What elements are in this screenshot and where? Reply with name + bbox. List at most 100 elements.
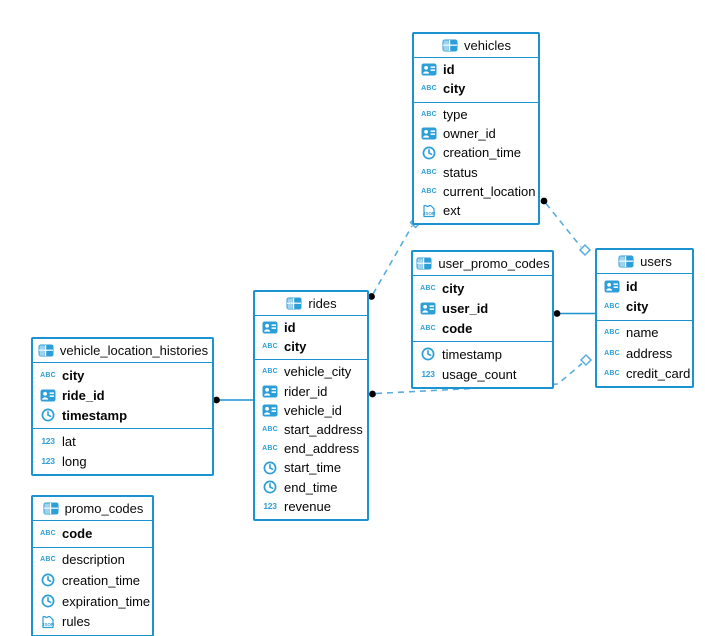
relationship-line <box>375 362 583 395</box>
field-row-name: ABC name <box>597 323 692 343</box>
text-icon: ABC <box>40 371 56 379</box>
field-name: name <box>626 325 659 341</box>
table-header-vehicles[interactable]: vehicles <box>414 34 538 58</box>
number-icon: 123 <box>263 501 277 512</box>
field-name: owner_id <box>443 126 496 142</box>
table-header-rides[interactable]: rides <box>255 292 367 316</box>
relationship-rides-users <box>369 353 593 398</box>
table-name: vehicle_location_histories <box>59 343 209 358</box>
relationship-user_promo_codes-users <box>553 310 596 317</box>
id-badge-icon <box>261 385 279 398</box>
field-name: city <box>284 339 307 355</box>
field-row-id: id <box>597 276 692 296</box>
field-name: usage_count <box>442 366 517 382</box>
field-name: user_id <box>442 300 489 316</box>
endpoint-dot <box>213 396 220 404</box>
json-icon: JSON <box>39 615 57 629</box>
text-icon: ABC <box>420 284 436 292</box>
field-name: revenue <box>284 498 331 514</box>
endpoint-dot <box>369 390 376 398</box>
field-name: timestamp <box>62 407 128 423</box>
text-icon: ABC <box>40 529 56 537</box>
table-icon <box>415 257 433 270</box>
field-name: city <box>442 280 465 296</box>
svg-text:JSON: JSON <box>42 622 55 627</box>
text-icon: ABC <box>262 426 278 434</box>
field-row-vehicle_id: vehicle_id <box>255 401 367 420</box>
timestamp-icon <box>420 146 438 160</box>
field-row-rider_id: rider_id <box>255 382 367 401</box>
field-row-id: id <box>255 318 367 337</box>
field-name: expiration_time <box>62 593 151 609</box>
field-row-creation_time: creation_time <box>414 143 538 162</box>
field-name: code <box>442 320 473 336</box>
number-icon: 123 <box>41 456 55 466</box>
table-icon <box>285 297 303 310</box>
field-name: lat <box>62 433 76 449</box>
table-header-promo_codes[interactable]: promo_codes <box>33 497 152 521</box>
table-icon <box>37 344 55 357</box>
svg-text:JSON: JSON <box>423 211 436 216</box>
text-icon: ABC <box>604 349 620 357</box>
field-row-owner_id: owner_id <box>414 124 538 143</box>
field-name: city <box>626 298 649 314</box>
text-icon: ABC <box>421 110 437 118</box>
table-name: user_promo_codes <box>438 256 550 271</box>
table-name: promo_codes <box>64 501 144 516</box>
field-row-end_time: end_time <box>255 478 367 497</box>
field-name: rider_id <box>284 383 328 399</box>
table-icon <box>617 255 635 268</box>
table-icon <box>441 39 459 52</box>
field-row-city: ABC city <box>413 278 552 298</box>
table-header-vehicle_location_histories[interactable]: vehicle_location_histories <box>33 339 212 363</box>
field-row-id: id <box>414 60 538 79</box>
field-name: city <box>443 81 466 97</box>
id-badge-icon <box>261 404 279 417</box>
endpoint-dot <box>368 293 375 300</box>
field-name: address <box>626 345 673 361</box>
table-header-users[interactable]: users <box>597 250 692 274</box>
endpoint-diamond <box>578 243 592 257</box>
number-icon: 123 <box>421 369 435 379</box>
table-name: users <box>640 254 672 269</box>
text-icon: ABC <box>604 329 620 337</box>
table-name: rides <box>308 296 337 311</box>
field-row-user_id: user_id <box>413 298 552 318</box>
field-name: id <box>284 320 296 336</box>
field-name: end_time <box>284 479 338 495</box>
number-icon: 123 <box>41 436 55 446</box>
json-icon: JSON <box>420 204 438 218</box>
timestamp-icon <box>419 347 437 361</box>
table-header-user_promo_codes[interactable]: user_promo_codes <box>413 252 552 276</box>
field-name: status <box>443 164 478 180</box>
text-icon: ABC <box>421 85 437 93</box>
text-icon: ABC <box>420 324 436 332</box>
id-badge-icon <box>419 302 437 315</box>
id-badge-icon <box>420 63 438 76</box>
